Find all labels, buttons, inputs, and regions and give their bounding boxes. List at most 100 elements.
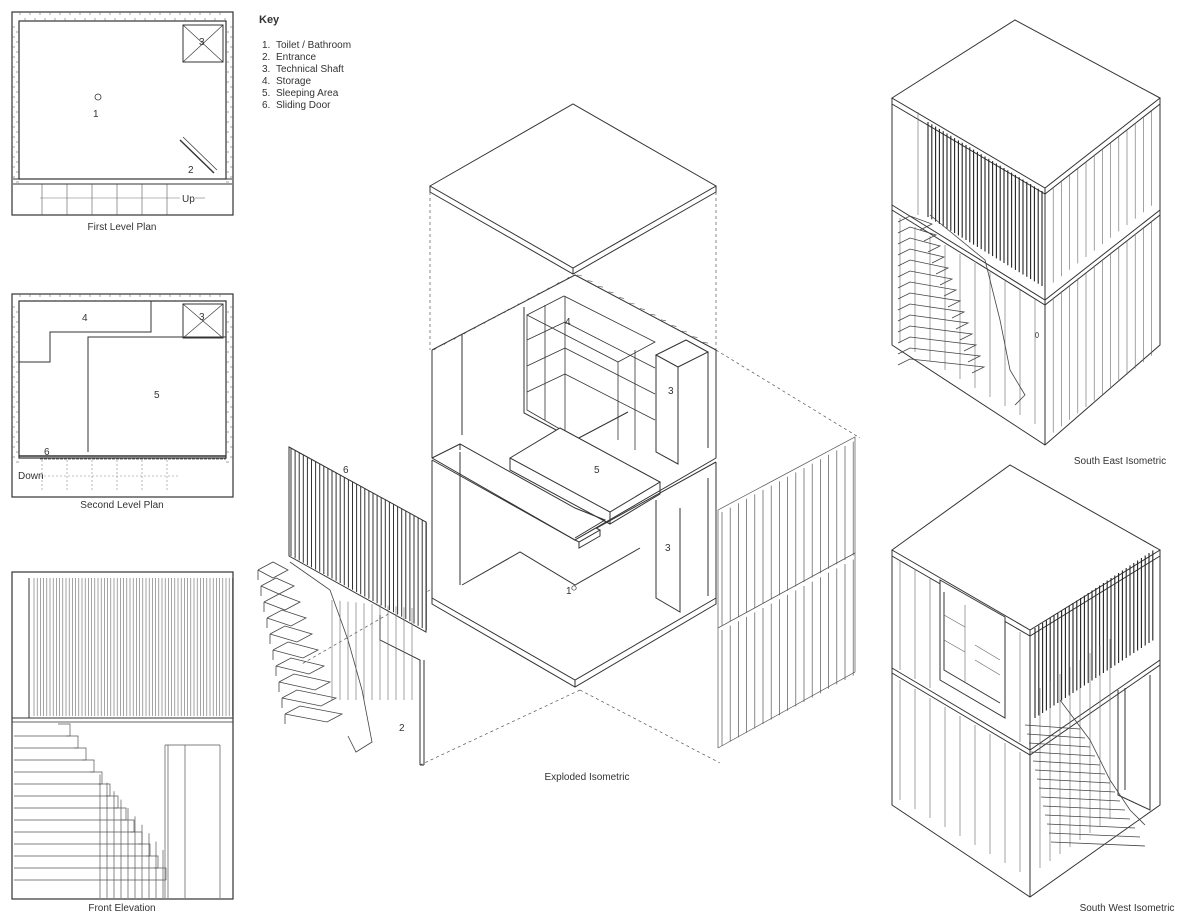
drawing-line [702,341,709,344]
drawing-line [618,297,625,299]
iso-label-3: 3 [668,386,674,397]
drawing-line [563,276,570,282]
drawing-line [897,270,954,286]
drawing-line [576,274,583,277]
drawing-line [671,325,677,327]
drawing-line [897,259,950,275]
plan-label-4: 4 [82,313,88,324]
drawing-line [639,308,646,310]
iso-label-5: 5 [594,465,600,476]
drawing-line [1042,805,1126,811]
drawing-line [1044,814,1131,820]
drawing-line [473,324,480,330]
drawing-line [289,561,373,753]
exploded-isometric [257,103,861,766]
second-level-plan [11,293,234,498]
drawing-line [443,340,450,345]
key-item: 5.Sleeping Area [262,88,339,99]
plan-label-down: Down [18,471,44,482]
caption-second-level-plan: Second Level Plan [80,500,164,511]
drawing-line [897,292,962,308]
drawing-line [1024,724,1081,730]
south-west-isometric [891,464,1161,898]
plan-label-up: Up [182,194,195,205]
drawing-line [1028,742,1091,748]
caption-south-west-isometric: South West Isometric [1079,903,1175,914]
drawing-line [897,358,986,374]
drawing-line [681,330,688,333]
drawing-line [513,303,520,308]
drawing-line [897,237,942,253]
key-item: 3.Technical Shaft [262,64,344,75]
drawing-line [58,723,167,880]
drawing-line [897,325,974,341]
drawing-line [929,214,1026,406]
drawing-line [629,302,635,305]
key-title: Key [259,14,280,26]
drawing-line [433,345,440,351]
drawing-line [533,292,540,298]
drawing-line [597,285,604,288]
drawing-line [1036,778,1111,784]
iso-label-1: 1 [566,586,572,597]
drawing-line [523,298,530,303]
iso-label-2: 2 [399,723,405,734]
drawing-line [1059,699,1146,826]
drawing-line [897,226,938,242]
drawing-line [897,314,970,330]
drawing-line [453,335,460,340]
key-legend: Key 1.Toilet / Bathroom 2.Entrance 3.Tec… [259,14,351,112]
drawing-line [1040,796,1121,802]
drawing-line [650,313,656,316]
drawing-line [1030,751,1096,757]
drawing-line [1026,733,1086,739]
drawing-line [1034,769,1106,775]
south-east-isometric [891,19,1161,446]
drawing-line [1046,823,1136,829]
plan-label-3b: 3 [199,312,205,323]
drawing-line [263,593,301,611]
drawing-line [897,336,978,352]
drawing-line [281,689,338,707]
plan-label-2: 2 [188,165,194,176]
drawing-line [608,291,614,294]
drawing-line [483,319,490,324]
drawing-line [897,281,958,297]
caption-exploded-isometric: Exploded Isometric [544,772,630,783]
drawing-line [660,319,667,322]
drawing-line [1038,787,1116,793]
key-item: 6.Sliding Door [262,100,331,111]
drawing-line [463,329,470,335]
drawing-line [260,577,295,595]
drawing-line [553,282,560,287]
drawing-line [284,705,344,723]
drawing-line [493,313,500,319]
front-elevation [11,571,234,900]
plan-label-3: 3 [199,37,205,48]
drawing-line [278,673,332,691]
caption-first-level-plan: First Level Plan [87,222,157,233]
drawing-line [717,552,856,749]
drawing-line [543,287,550,292]
drawing-line [257,561,289,579]
plan-label-5: 5 [154,390,160,401]
caption-south-east-isometric: South East Isometric [1073,456,1167,467]
drawing-line [1048,832,1141,838]
iso-label-4: 4 [565,317,571,328]
drawing-line [275,657,326,675]
drawing-line [503,308,510,314]
drawing-line [1032,760,1101,766]
drawing-line [897,347,982,363]
drawing-line [269,625,314,643]
drawing-line [266,609,308,627]
caption-front-elevation: Front Elevation [88,903,156,914]
drawing-line [587,280,593,282]
drawing-line [272,641,320,659]
first-level-plan [11,11,234,216]
drawing-line [897,248,946,264]
key-item: 2.Entrance [262,52,317,63]
drawing-line [692,336,698,338]
key-item: 4.Storage [262,76,312,87]
iso-label-3b: 3 [665,543,671,554]
